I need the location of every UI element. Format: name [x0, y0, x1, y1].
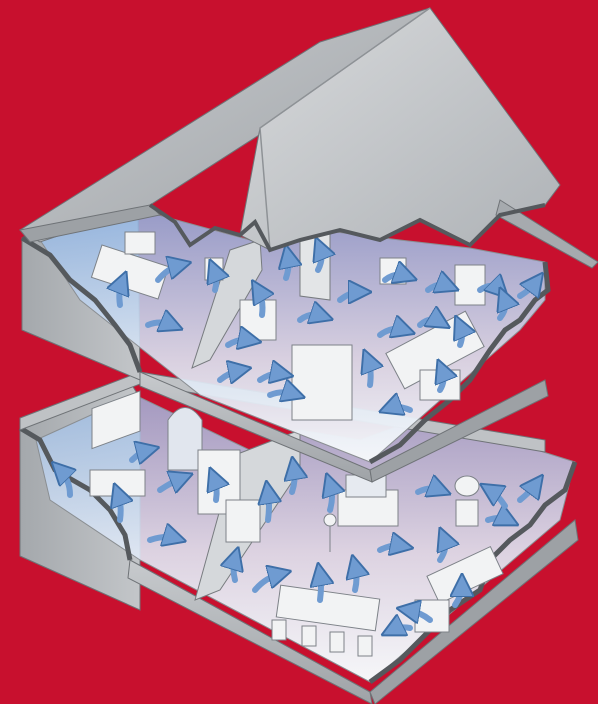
air-arrow	[148, 323, 172, 326]
air-arrow	[368, 360, 371, 385]
dining-chair-1	[272, 620, 286, 640]
air-arrow	[320, 574, 321, 600]
air-arrow	[355, 566, 357, 590]
air-arrow	[214, 478, 217, 500]
desk	[125, 232, 155, 254]
air-arrow	[460, 326, 462, 345]
dining-chair-3	[330, 632, 344, 652]
closet	[292, 345, 352, 420]
air-arrow	[318, 248, 322, 270]
air-arrow	[119, 282, 122, 305]
air-arrow	[270, 392, 294, 395]
dining-chair-2	[302, 626, 316, 646]
air-arrow	[234, 558, 236, 580]
air-arrow	[268, 492, 269, 520]
bathroom-vanity	[240, 300, 276, 340]
air-arrow	[150, 537, 175, 540]
bookshelf	[455, 265, 485, 305]
arched-doorway	[168, 408, 202, 471]
air-arrow	[440, 370, 444, 390]
air-arrow	[418, 488, 440, 492]
air-arrow	[286, 256, 289, 278]
floor-lamp	[324, 514, 336, 526]
air-arrow	[392, 627, 410, 630]
air-arrow	[330, 484, 332, 510]
side-table-lamp	[456, 500, 478, 526]
side-cabinet	[226, 500, 260, 542]
air-arrow	[118, 494, 121, 520]
air-arrow	[214, 270, 216, 290]
air-arrow	[390, 407, 410, 410]
dining-chair-4	[358, 636, 372, 656]
air-arrow	[292, 468, 295, 492]
air-arrow	[488, 518, 508, 520]
